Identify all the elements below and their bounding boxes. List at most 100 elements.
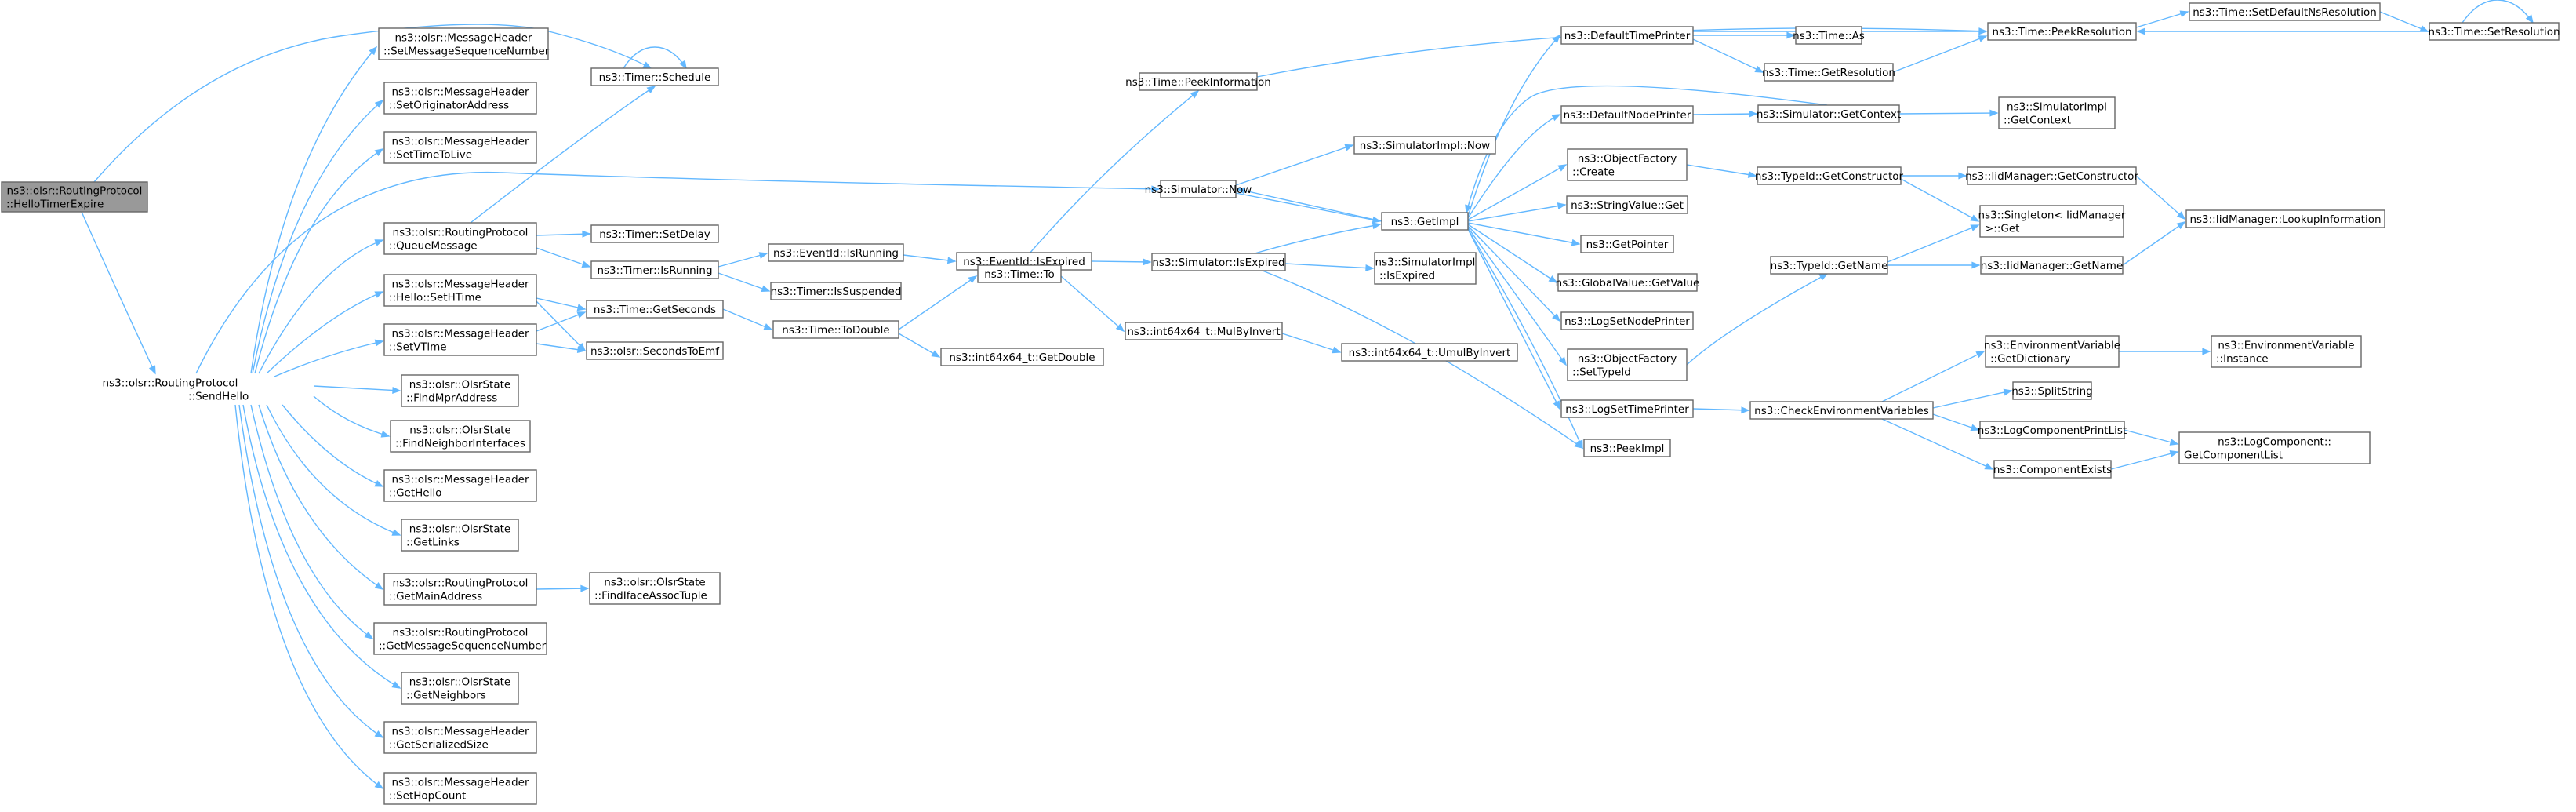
node-box [383, 131, 537, 164]
node-root[interactable]: ns3::olsr::RoutingProtocol::HelloTimerEx… [1, 181, 148, 213]
node-setvtime[interactable]: ns3::olsr::MessageHeader::SetVTime [383, 323, 537, 356]
node-issuspended[interactable]: ns3::Timer::IsSuspended [770, 282, 902, 300]
node-getneighbors[interactable]: ns3::olsr::OlsrState::GetNeighbors [401, 672, 519, 705]
edge-sendhello-to-findmpr [313, 385, 401, 394]
node-getimpl[interactable]: ns3::GetImpl [1381, 212, 1469, 231]
node-peekres[interactable]: ns3::Time::PeekResolution [1987, 22, 2137, 41]
node-setttl[interactable]: ns3::olsr::MessageHeader::SetTimeToLive [383, 131, 537, 164]
edge-line [1060, 275, 1125, 332]
node-implctx[interactable]: ns3::SimulatorImpl::GetContext [1998, 96, 2116, 129]
edge-line [1692, 408, 1749, 411]
node-setres[interactable]: ns3::Time::SetResolution [2428, 22, 2560, 41]
arrowhead-icon [946, 257, 957, 264]
node-compexists[interactable]: ns3::ComponentExists [1993, 460, 2112, 479]
node-label: ns3::SplitString [2011, 385, 2093, 398]
arrowhead-icon [1143, 258, 1152, 266]
node-mulbyinv[interactable]: ns3::int64x64_t::MulByInvert [1125, 322, 1283, 340]
node-timeto[interactable]: ns3::Time::To [977, 264, 1062, 283]
node-label: ::Hello::SetHTime [389, 292, 481, 304]
arrowhead-icon [1190, 89, 1200, 99]
node-gvgetvalue[interactable]: ns3::GlobalValue::GetValue [1556, 273, 1700, 292]
node-implexpired[interactable]: ns3::SimulatorImpl::IsExpired [1374, 252, 1477, 285]
node-splitstring[interactable]: ns3::SplitString [2011, 381, 2093, 400]
edge-line [242, 404, 401, 689]
node-getres[interactable]: ns3::Time::GetResolution [1762, 63, 1895, 82]
node-setdelay[interactable]: ns3::Timer::SetDelay [590, 224, 719, 243]
edge-simexpired-to-implexpired [1284, 263, 1375, 271]
edge-line [1254, 224, 1381, 254]
node-deftimeprinter[interactable]: ns3::DefaultTimePrinter [1560, 26, 1694, 45]
node-secstoemf[interactable]: ns3::olsr::SecondsToEmf [586, 341, 724, 360]
arrowhead-icon [2176, 221, 2186, 230]
node-setmsgseq[interactable]: ns3::olsr::MessageHeader::SetMessageSequ… [378, 27, 550, 60]
node-logprintlist[interactable]: ns3::LogComponentPrintList [1978, 421, 2127, 439]
node-getcomplist[interactable]: ns3::LogComponent::GetComponentList [2178, 431, 2371, 464]
node-envgetdict[interactable]: ns3::EnvironmentVariable::GetDictionary [1984, 335, 2120, 368]
edge-sendhello-to-simnow [195, 171, 1161, 374]
node-typegetctor[interactable]: ns3::TypeId::GetConstructor [1755, 166, 1904, 185]
node-getdouble[interactable]: ns3::int64x64_t::GetDouble [940, 348, 1104, 366]
node-singleton[interactable]: ns3::Singleton< IidManager>::Get [1978, 205, 2126, 238]
node-objsettypeid[interactable]: ns3::ObjectFactory::SetTypeId [1567, 348, 1688, 381]
node-iidlookup[interactable]: ns3::IidManager::LookupInformation [2185, 209, 2385, 228]
node-evrunning[interactable]: ns3::EventId::IsRunning [768, 243, 904, 262]
arrowhead-icon [2169, 439, 2179, 446]
node-iidgetctor[interactable]: ns3::IidManager::GetConstructor [1965, 166, 2138, 185]
node-todouble[interactable]: ns3::Time::ToDouble [772, 320, 899, 339]
node-getpointer[interactable]: ns3::GetPointer [1580, 235, 1674, 253]
node-defnodeprinter[interactable]: ns3::DefaultNodePrinter [1560, 105, 1694, 124]
node-isrunning[interactable]: ns3::Timer::IsRunning [590, 260, 719, 279]
node-findmpr[interactable]: ns3::olsr::OlsrState::FindMprAddress [401, 374, 519, 407]
node-checkenv[interactable]: ns3::CheckEnvironmentVariables [1749, 401, 1934, 420]
node-queuemsg[interactable]: ns3::olsr::RoutingProtocol::QueueMessage [383, 222, 537, 255]
node-sendhello[interactable]: ns3::olsr::RoutingProtocol::SendHello [103, 377, 249, 403]
node-label: ns3::GetImpl [1391, 216, 1459, 228]
node-logsettime[interactable]: ns3::LogSetTimePrinter [1560, 399, 1694, 418]
node-label: ns3::Timer::SetDelay [599, 228, 710, 241]
node-simnow[interactable]: ns3::Simulator::Now [1145, 180, 1252, 198]
edge-line [274, 340, 383, 377]
node-getseconds[interactable]: ns3::Time::GetSeconds [586, 300, 724, 319]
arrowhead-icon [1571, 239, 1581, 246]
edge-line [1091, 260, 1151, 263]
arrowhead-icon [369, 46, 378, 56]
edge-line [2122, 221, 2185, 266]
node-box [1757, 104, 1900, 123]
node-getsersize[interactable]: ns3::olsr::MessageHeader::GetSerializedS… [383, 721, 537, 754]
edge-queuemsg-to-isrunning [536, 247, 591, 268]
node-getmainaddr[interactable]: ns3::olsr::RoutingProtocol::GetMainAddre… [383, 573, 537, 606]
arrowhead-icon [1786, 31, 1796, 39]
node-gethello[interactable]: ns3::olsr::MessageHeader::GetHello [383, 469, 537, 502]
node-findneighif[interactable]: ns3::olsr::OlsrState::FindNeighborInterf… [390, 420, 531, 453]
node-setdefres[interactable]: ns3::Time::SetDefaultNsResolution [2189, 2, 2381, 21]
node-getmsgseq[interactable]: ns3::olsr::RoutingProtocol::GetMessageSe… [373, 622, 547, 655]
node-setorig[interactable]: ns3::olsr::MessageHeader::SetOriginatorA… [383, 82, 537, 115]
edge-line [1692, 38, 1764, 73]
node-implnow[interactable]: ns3::SimulatorImpl::Now [1353, 136, 1496, 155]
node-getcontext[interactable]: ns3::Simulator::GetContext [1757, 104, 1901, 123]
node-iidgetname[interactable]: ns3::IidManager::GetName [1980, 256, 2124, 275]
node-logsetnode[interactable]: ns3::LogSetNodePrinter [1560, 311, 1694, 330]
node-envinstance[interactable]: ns3::EnvironmentVariable::Instance [2211, 335, 2362, 368]
node-peekinfo[interactable]: ns3::Time::PeekInformation [1125, 72, 1271, 91]
edge-iidgetname-to-iidlookup [2122, 221, 2186, 266]
arrowhead-icon [1989, 109, 1999, 117]
node-timeas[interactable]: ns3::Time::As [1793, 26, 1865, 45]
node-label: ns3::CheckEnvironmentVariables [1754, 405, 1929, 417]
edge-sethtime-to-getseconds [536, 297, 587, 311]
edge-line [250, 46, 377, 374]
node-schedule[interactable]: ns3::Timer::Schedule [590, 67, 719, 86]
node-strget[interactable]: ns3::StringValue::Get [1566, 195, 1688, 214]
node-umulbyinv[interactable]: ns3::int64x64_t::UmulByInvert [1341, 343, 1518, 362]
node-peekimpl[interactable]: ns3::PeekImpl [1583, 439, 1671, 457]
node-getlinks[interactable]: ns3::olsr::OlsrState::GetLinks [401, 519, 519, 552]
node-simexpired[interactable]: ns3::Simulator::IsExpired [1151, 253, 1286, 271]
node-sethtime[interactable]: ns3::olsr::MessageHeader::Hello::SetHTim… [383, 274, 537, 307]
node-typegetname[interactable]: ns3::TypeId::GetName [1770, 256, 1888, 275]
node-sethopcount[interactable]: ns3::olsr::MessageHeader::SetHopCount [383, 772, 537, 805]
arrowhead-icon [374, 730, 384, 738]
node-findiface[interactable]: ns3::olsr::OlsrState::FindIfaceAssocTupl… [589, 572, 721, 605]
edge-iidgetctor-to-iidlookup [2135, 175, 2186, 220]
node-objcreate[interactable]: ns3::ObjectFactory::Create [1567, 148, 1688, 181]
arrowhead-icon [1975, 351, 1986, 359]
